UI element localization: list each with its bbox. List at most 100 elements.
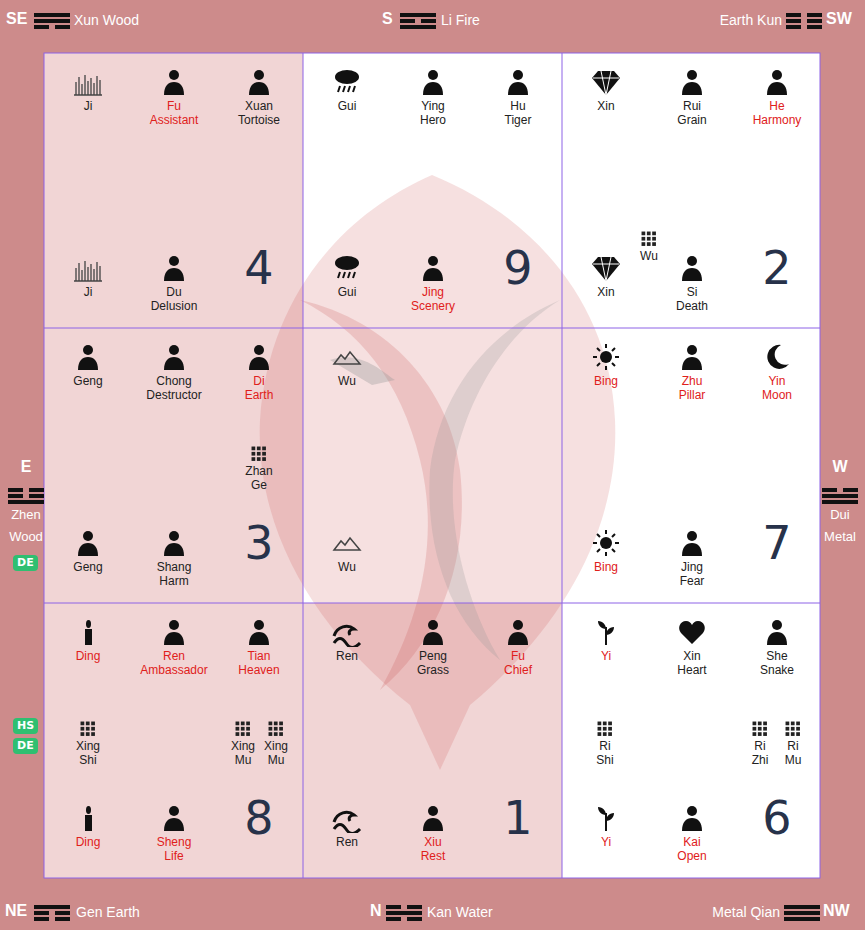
entry-text: Shang Harm <box>157 560 192 588</box>
entry-text: Wu <box>640 249 658 263</box>
diamond-icon <box>591 67 621 97</box>
entry-text: Geng <box>73 374 102 388</box>
entry-text: Di Earth <box>245 374 274 402</box>
entry-text: Bing <box>594 560 618 574</box>
grid-border <box>44 53 820 878</box>
palace-entry: Wu <box>302 528 392 574</box>
trigram-bar <box>786 13 801 17</box>
trigram-bar <box>34 19 70 23</box>
trigram-bar <box>784 911 820 915</box>
grass-icon <box>73 253 103 283</box>
g-icon <box>677 803 707 833</box>
sun-icon <box>591 528 621 558</box>
entry-text: Xin <box>597 99 614 113</box>
palace-entry: Ding <box>43 803 133 849</box>
palace-entry: Wu <box>302 342 392 388</box>
trigram-bar <box>786 19 801 23</box>
trigram-bar <box>843 488 858 492</box>
g-icon <box>244 617 274 647</box>
badge-text: HS <box>17 719 34 732</box>
trigram-label: Metal <box>824 530 856 545</box>
palace-entry: Xin <box>561 67 651 113</box>
status-badge: HS <box>13 718 38 734</box>
mount-icon <box>332 528 362 558</box>
entry-text: Jing Fear <box>680 560 705 588</box>
trigram-bar <box>386 911 422 915</box>
palace-ground <box>44 603 303 878</box>
palace-ground <box>562 53 820 328</box>
palace-number: 7 <box>737 518 817 568</box>
entry-text: Ren <box>336 649 358 663</box>
g-icon <box>73 342 103 372</box>
entry-text: He Harmony <box>753 99 802 127</box>
g-icon <box>418 803 448 833</box>
g-icon <box>762 617 792 647</box>
trigram-label: Li Fire <box>441 12 480 28</box>
mount-icon <box>332 342 362 372</box>
palace-box: YiXin HeartShe SnakeRi ShiRi ZhiRi MuYiK… <box>562 603 820 878</box>
status-badge: DE <box>13 738 38 754</box>
trigram-bar <box>807 25 822 29</box>
entry-text: Xin Heart <box>677 649 706 677</box>
entry-text: Geng <box>73 560 102 574</box>
entry-text: Xing Mu <box>264 739 288 767</box>
trigram-bar <box>55 917 70 921</box>
entry-text: Xin <box>597 285 614 299</box>
palace-entry: Xin <box>561 253 651 299</box>
entry-text: Ri Mu <box>785 739 802 767</box>
palace-entry: Ren <box>302 617 392 663</box>
palace-entry: Hu Tiger <box>473 67 563 127</box>
grid-icon <box>641 231 657 247</box>
palace-box: BingZhu PillarYin MoonBingJing Fear7 <box>562 328 820 603</box>
g-icon <box>503 617 533 647</box>
g-icon <box>159 67 189 97</box>
palace-entry: Shang Harm <box>129 528 219 588</box>
g-icon <box>159 253 189 283</box>
trigram-bar <box>34 917 49 921</box>
trigram-label: Dui <box>830 508 850 523</box>
direction-label: E <box>21 458 32 476</box>
palace-entry: He Harmony <box>732 67 822 127</box>
trigram-bar <box>407 917 422 921</box>
grid-line <box>562 53 563 878</box>
palace-entry: Xiu Rest <box>388 803 478 863</box>
moon-icon <box>762 342 792 372</box>
g-icon <box>244 67 274 97</box>
palace-entry: Zhan Ge <box>214 446 304 492</box>
candle-icon <box>73 803 103 833</box>
g-icon <box>244 342 274 372</box>
trigram-bar <box>34 911 49 915</box>
entry-text: Zhan Ge <box>245 464 272 492</box>
heart-icon <box>677 617 707 647</box>
g-icon <box>159 528 189 558</box>
palace-entry: Bing <box>561 342 651 388</box>
entry-text: Ding <box>76 649 101 663</box>
trigram-bar <box>400 25 436 29</box>
entry-text: Gui <box>338 285 357 299</box>
palace-entry: Fu Chief <box>473 617 563 677</box>
wave-icon <box>332 803 362 833</box>
palace-entry: Ren Ambassador <box>129 617 219 677</box>
g-icon <box>677 67 707 97</box>
entry-text: Jing Scenery <box>411 285 455 313</box>
palace-number: 9 <box>478 243 558 293</box>
entry-text: Ying Hero <box>420 99 446 127</box>
entry-text: Gui <box>338 99 357 113</box>
entry-text: Ren Ambassador <box>140 649 207 677</box>
palace-entry: Di Earth <box>214 342 304 402</box>
entry-text: Peng Grass <box>417 649 449 677</box>
grid-line <box>44 603 820 604</box>
entry-text: Xiu Rest <box>421 835 446 863</box>
trigram-bar <box>784 905 820 909</box>
grid-line <box>44 328 820 329</box>
status-badge: DE <box>13 555 38 571</box>
cloud-icon <box>332 253 362 283</box>
palace-entry: Xin Heart <box>647 617 737 677</box>
palace-entry: Ding <box>43 617 133 663</box>
badge-text: DE <box>17 739 34 752</box>
trigram-bar <box>34 905 70 909</box>
palace-entry: Yi <box>561 617 651 663</box>
trigram-bar <box>784 917 820 921</box>
